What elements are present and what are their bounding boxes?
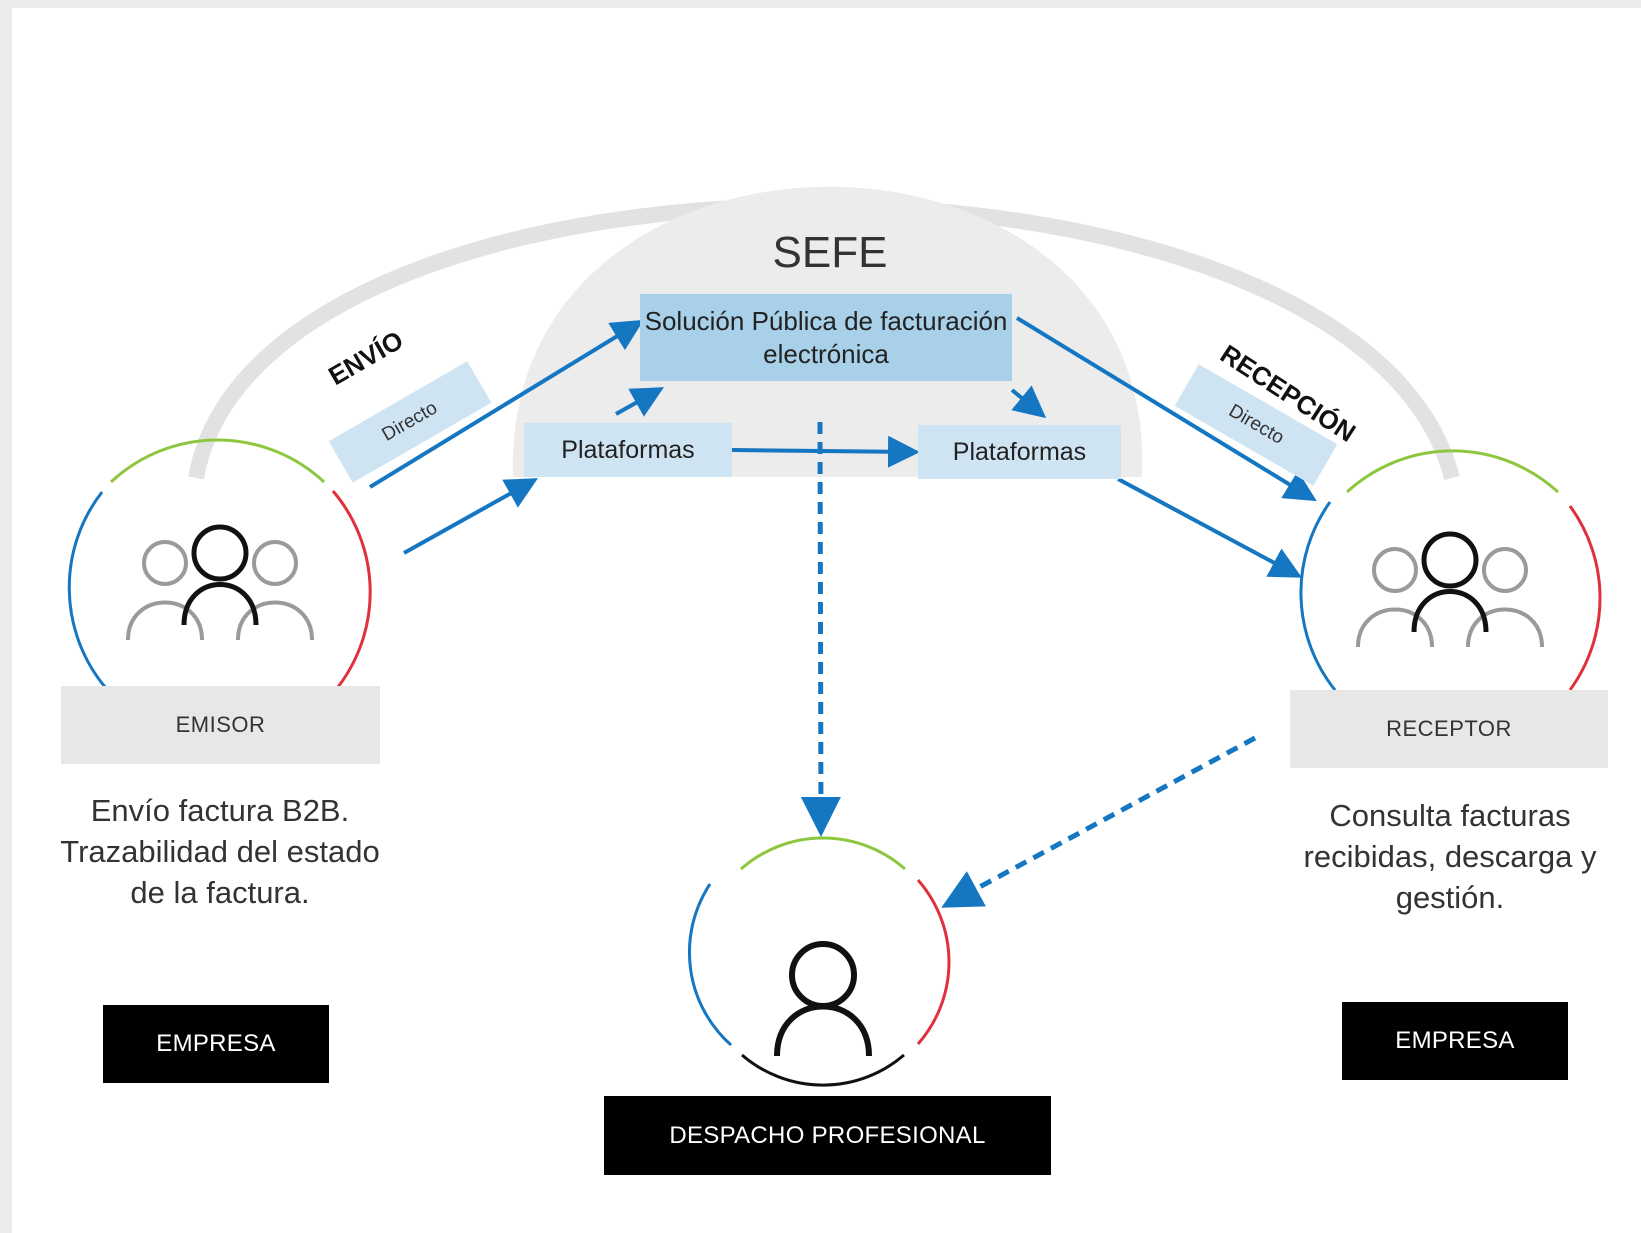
despacho-circle (687, 836, 951, 1087)
arrow-receptor-to-despacho (941, 735, 1257, 908)
emisor-label: EMISOR (61, 686, 380, 764)
platforms-left-box: Plataformas (524, 423, 732, 477)
despacho-label: DESPACHO PROFESIONAL (604, 1096, 1051, 1175)
receptor-label: RECEPTOR (1290, 690, 1608, 768)
emisor-description: Envío factura B2B. Trazabilidad del esta… (60, 793, 380, 910)
arrow-direct-send (368, 319, 644, 489)
people-group-icon (126, 524, 314, 641)
person-icon (774, 941, 872, 1057)
sefe-title: SEFE (772, 228, 888, 277)
platforms-right-box: Plataformas (918, 425, 1121, 479)
receptor-type-badge: EMPRESA (1342, 1002, 1568, 1080)
receptor-description: Consulta facturas recibidas, descarga y … (1303, 798, 1597, 915)
public-solution-box: Solución Pública de facturación electrón… (640, 294, 1012, 381)
emisor-circle (67, 438, 372, 688)
arrow-direct-receive (1015, 316, 1317, 502)
arrow-platform-to-receptor (1117, 477, 1303, 578)
emisor-type-badge: EMPRESA (103, 1005, 329, 1083)
people-group-icon (1356, 531, 1544, 648)
arrow-emisor-to-platform (403, 478, 538, 555)
arrow-platform-to-sefe (615, 387, 664, 417)
receptor-circle (1299, 449, 1602, 691)
dashed-arrows (800, 421, 1257, 908)
arrow-sefe-to-platform (1010, 385, 1047, 419)
arrow-sefe-to-despacho (800, 421, 841, 837)
